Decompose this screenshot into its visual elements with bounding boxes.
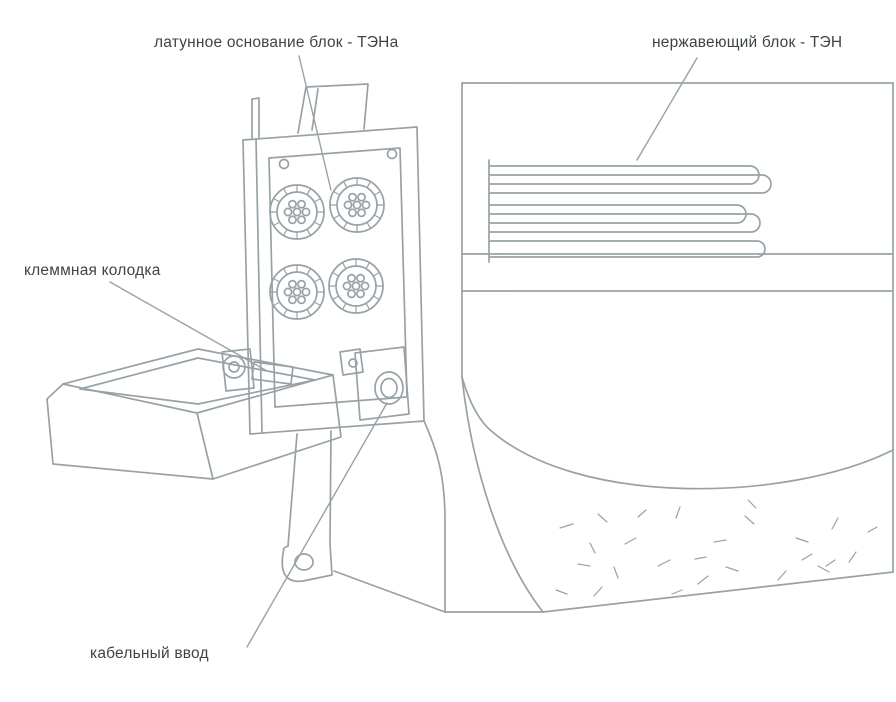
tank-body bbox=[461, 82, 894, 613]
leader-brass-base bbox=[298, 55, 332, 191]
label-cable-entry: кабельный ввод bbox=[90, 645, 209, 662]
leader-cable-entry bbox=[246, 402, 388, 648]
leader-stainless-block bbox=[636, 57, 698, 161]
insulation-hatch bbox=[555, 499, 878, 597]
terminal-cover-box bbox=[46, 348, 342, 480]
label-brass-base: латунное основание блок - ТЭНа bbox=[154, 34, 399, 51]
tube-connectors bbox=[269, 177, 385, 320]
terminal-block-hinge bbox=[221, 348, 364, 392]
label-terminal-block: клеммная колодка bbox=[24, 262, 161, 279]
cable-gland bbox=[354, 346, 410, 421]
leader-terminal-block bbox=[109, 281, 268, 372]
label-stainless-block: нержавеющий блок - ТЭН bbox=[652, 34, 843, 51]
leader-lines bbox=[109, 55, 698, 648]
heating-element-tubes bbox=[488, 159, 772, 263]
